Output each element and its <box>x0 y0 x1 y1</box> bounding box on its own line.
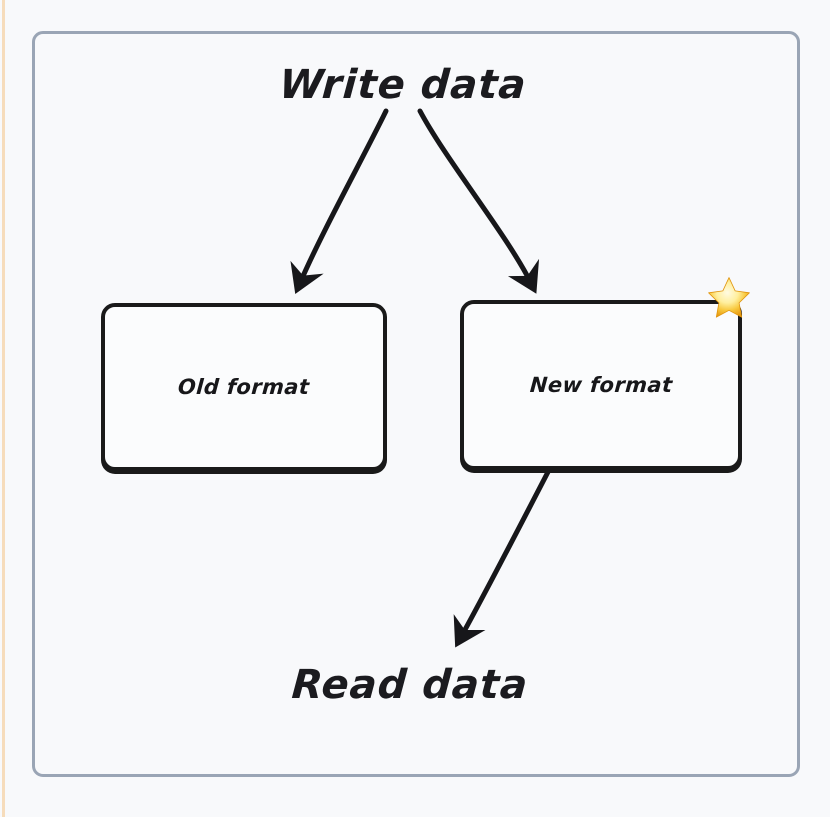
left-edge-strip <box>2 0 5 817</box>
write-data-label: Write data <box>277 62 529 108</box>
star-icon <box>706 275 752 321</box>
node-old-format[interactable]: Old format <box>101 303 387 471</box>
read-data-label: Read data <box>290 662 530 708</box>
node-new-format[interactable]: New format <box>460 300 742 470</box>
node-old-format-label: Old format <box>177 375 311 399</box>
node-new-format-label: New format <box>528 373 674 397</box>
slide-frame <box>32 31 800 777</box>
